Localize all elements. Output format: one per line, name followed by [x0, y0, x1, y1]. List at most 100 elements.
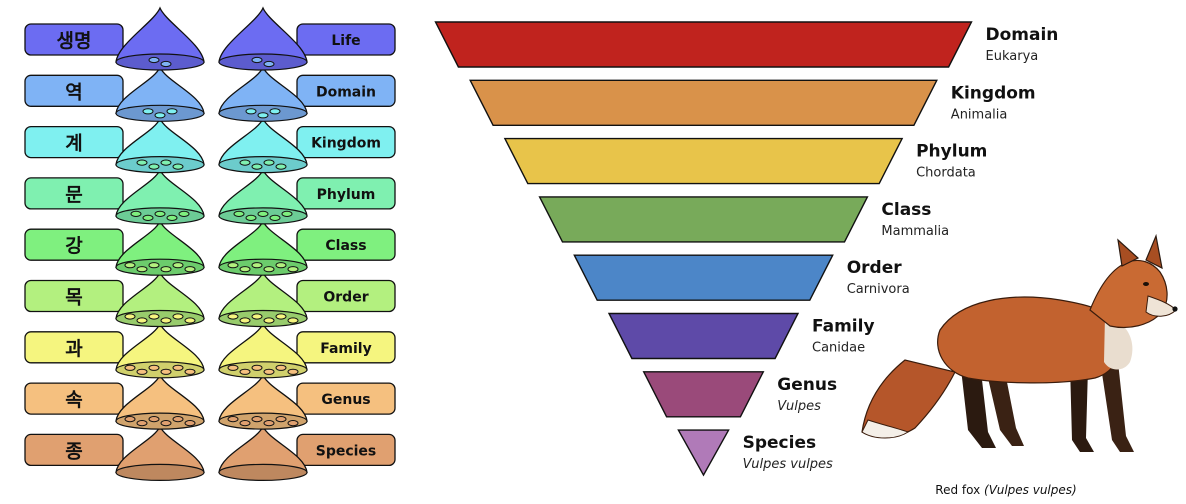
- bell-hole: [166, 214, 178, 221]
- bell-hole: [251, 56, 263, 64]
- korean-label: 문: [65, 184, 82, 206]
- korean-label: 생명: [57, 30, 92, 52]
- bell-hole: [227, 364, 239, 371]
- rank-name-species: Species: [743, 433, 817, 453]
- pyramid-band-family: [607, 312, 800, 360]
- english-label: Species: [316, 443, 377, 459]
- english-label: Genus: [321, 392, 370, 408]
- rank-name-genus: Genus: [777, 375, 837, 395]
- bell-hole: [142, 214, 154, 221]
- english-label: Class: [325, 238, 366, 254]
- pyramid-band-species: [677, 429, 730, 477]
- bell-hole: [263, 368, 275, 375]
- rank-example-domain: Eukarya: [986, 49, 1039, 64]
- bell-hole: [239, 266, 251, 273]
- fox-caption-plain: Red fox: [935, 483, 984, 497]
- bell-hole: [263, 266, 275, 273]
- bell-hole: [154, 112, 166, 119]
- rank-name-order: Order: [847, 258, 903, 278]
- bell-hole: [275, 416, 287, 423]
- bell-hole: [142, 108, 154, 115]
- bell-hole: [130, 210, 142, 217]
- bell-hole: [275, 262, 287, 269]
- bell-hole: [160, 266, 172, 273]
- bell-hole: [257, 112, 269, 119]
- bell-hole: [233, 210, 245, 217]
- rank-name-domain: Domain: [986, 25, 1059, 45]
- korean-label-box: [24, 279, 124, 313]
- bell-hole: [160, 420, 172, 427]
- bell-hole: [184, 368, 196, 375]
- bell-hole: [124, 313, 136, 320]
- rank-name-phylum: Phylum: [916, 142, 987, 162]
- pyramid-band-phylum: [503, 137, 904, 185]
- pyramid-band-kingdom: [469, 79, 938, 127]
- rank-example-phylum: Chordata: [916, 166, 976, 181]
- bell-hole: [227, 416, 239, 423]
- english-label-box: [296, 74, 396, 107]
- fox-front-leg: [1070, 365, 1094, 452]
- rank-example-order: Carnivora: [847, 282, 910, 297]
- english-label: Phylum: [317, 187, 376, 203]
- korean-label-box: [24, 433, 124, 467]
- bell-hole: [251, 313, 263, 320]
- english-label-box: [296, 382, 396, 415]
- taxonomy-pyramid: DomainEukaryaKingdomAnimaliaPhylumChorda…: [434, 21, 1059, 477]
- bell-hole: [136, 368, 148, 375]
- bell-hole: [287, 317, 299, 324]
- bell-hole: [148, 163, 160, 170]
- bell-hole: [263, 159, 275, 166]
- korean-label-box: [24, 382, 124, 415]
- rank-name-family: Family: [812, 317, 875, 337]
- bell-hole: [239, 159, 251, 166]
- korean-label: 과: [65, 338, 83, 360]
- fox-eye: [1143, 282, 1149, 286]
- english-label-box: [296, 331, 396, 364]
- english-label: Kingdom: [311, 136, 381, 152]
- rank-example-species: Vulpes vulpes: [743, 457, 833, 472]
- rank-example-kingdom: Animalia: [951, 107, 1008, 122]
- fox-hind-leg: [960, 360, 996, 448]
- bell-hole: [239, 317, 251, 324]
- bell-base: [115, 156, 205, 174]
- rank-example-family: Canidae: [812, 341, 865, 356]
- bell-hole: [160, 317, 172, 324]
- bell-hole: [287, 266, 299, 273]
- english-label: Life: [331, 33, 360, 49]
- bell-hole: [269, 108, 281, 115]
- rank-name-kingdom: Kingdom: [951, 83, 1036, 103]
- bell-hole: [172, 163, 184, 170]
- bell-hole: [251, 364, 263, 371]
- bell-hole: [184, 317, 196, 324]
- bell-hole: [269, 214, 281, 221]
- pyramid-band-domain: [434, 21, 973, 68]
- bell-hole: [227, 313, 239, 320]
- korean-label-box: [24, 23, 124, 56]
- bell-base: [218, 156, 308, 174]
- korean-label: 역: [65, 81, 82, 103]
- bell-hole: [148, 313, 160, 320]
- bell-hole: [263, 317, 275, 324]
- bell-hole: [124, 416, 136, 423]
- bell-hole: [287, 368, 299, 375]
- english-label: Order: [323, 290, 368, 306]
- fox-ear-right: [1145, 233, 1163, 270]
- bell-hole: [124, 262, 136, 269]
- bell-hole: [124, 364, 136, 371]
- fox-nose: [1172, 306, 1178, 312]
- bell-hole: [251, 163, 263, 170]
- bell-base: [218, 53, 308, 71]
- bell-hole: [251, 416, 263, 423]
- bell-hole: [172, 313, 184, 320]
- fox-front-leg-2: [1100, 360, 1134, 452]
- fox-chest: [1104, 315, 1133, 370]
- bell-hole: [148, 262, 160, 269]
- bell-hole: [263, 60, 275, 68]
- pyramid-band-class: [538, 196, 869, 243]
- bell-hole: [257, 210, 269, 217]
- fox-tail-tip: [861, 419, 910, 439]
- fox-head: [1089, 259, 1168, 329]
- english-label-box: [296, 125, 396, 159]
- bell-hole: [251, 262, 263, 269]
- bell-hole: [148, 416, 160, 423]
